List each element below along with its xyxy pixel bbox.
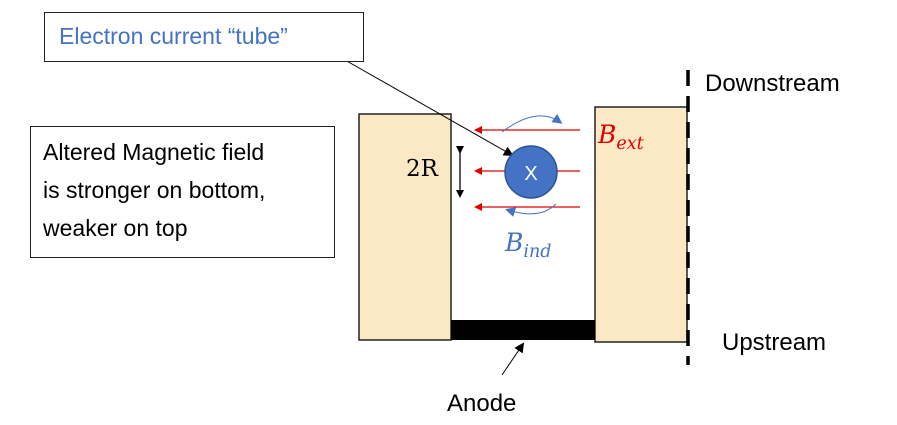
electron-symbol: X	[524, 163, 537, 185]
note-line-1: Altered Magnetic field	[43, 139, 265, 165]
b-ext-label: Bext	[598, 120, 644, 154]
radius-label: 2R	[406, 156, 438, 182]
electron-current-circle	[504, 145, 558, 199]
right-wall	[594, 106, 688, 343]
note-line-3: weaker on top	[43, 215, 188, 241]
anode-leader-line	[501, 342, 525, 376]
tube-leader-line	[344, 59, 514, 156]
field-note-box: Altered Magnetic field is stronger on bo…	[30, 126, 335, 258]
tube-label-text: Electron current “tube”	[59, 23, 288, 49]
b-ext-sub: ext	[616, 134, 644, 155]
b-ind-base: B	[505, 228, 524, 257]
downstream-label: Downstream	[705, 70, 840, 97]
anode-bar	[451, 320, 595, 340]
b-ind-sub: ind	[523, 242, 552, 263]
anode-label: Anode	[447, 390, 517, 417]
b-ext-base: B	[598, 120, 617, 149]
b-ind-arc-top	[501, 113, 563, 133]
left-wall	[358, 113, 452, 341]
b-ind-label: Bind	[505, 228, 551, 262]
b-ind-arc-bottom	[505, 203, 557, 217]
upstream-label: Upstream	[722, 329, 827, 356]
tube-label-box: Electron current “tube”	[44, 12, 364, 62]
note-line-2: is stronger on bottom,	[43, 177, 266, 203]
